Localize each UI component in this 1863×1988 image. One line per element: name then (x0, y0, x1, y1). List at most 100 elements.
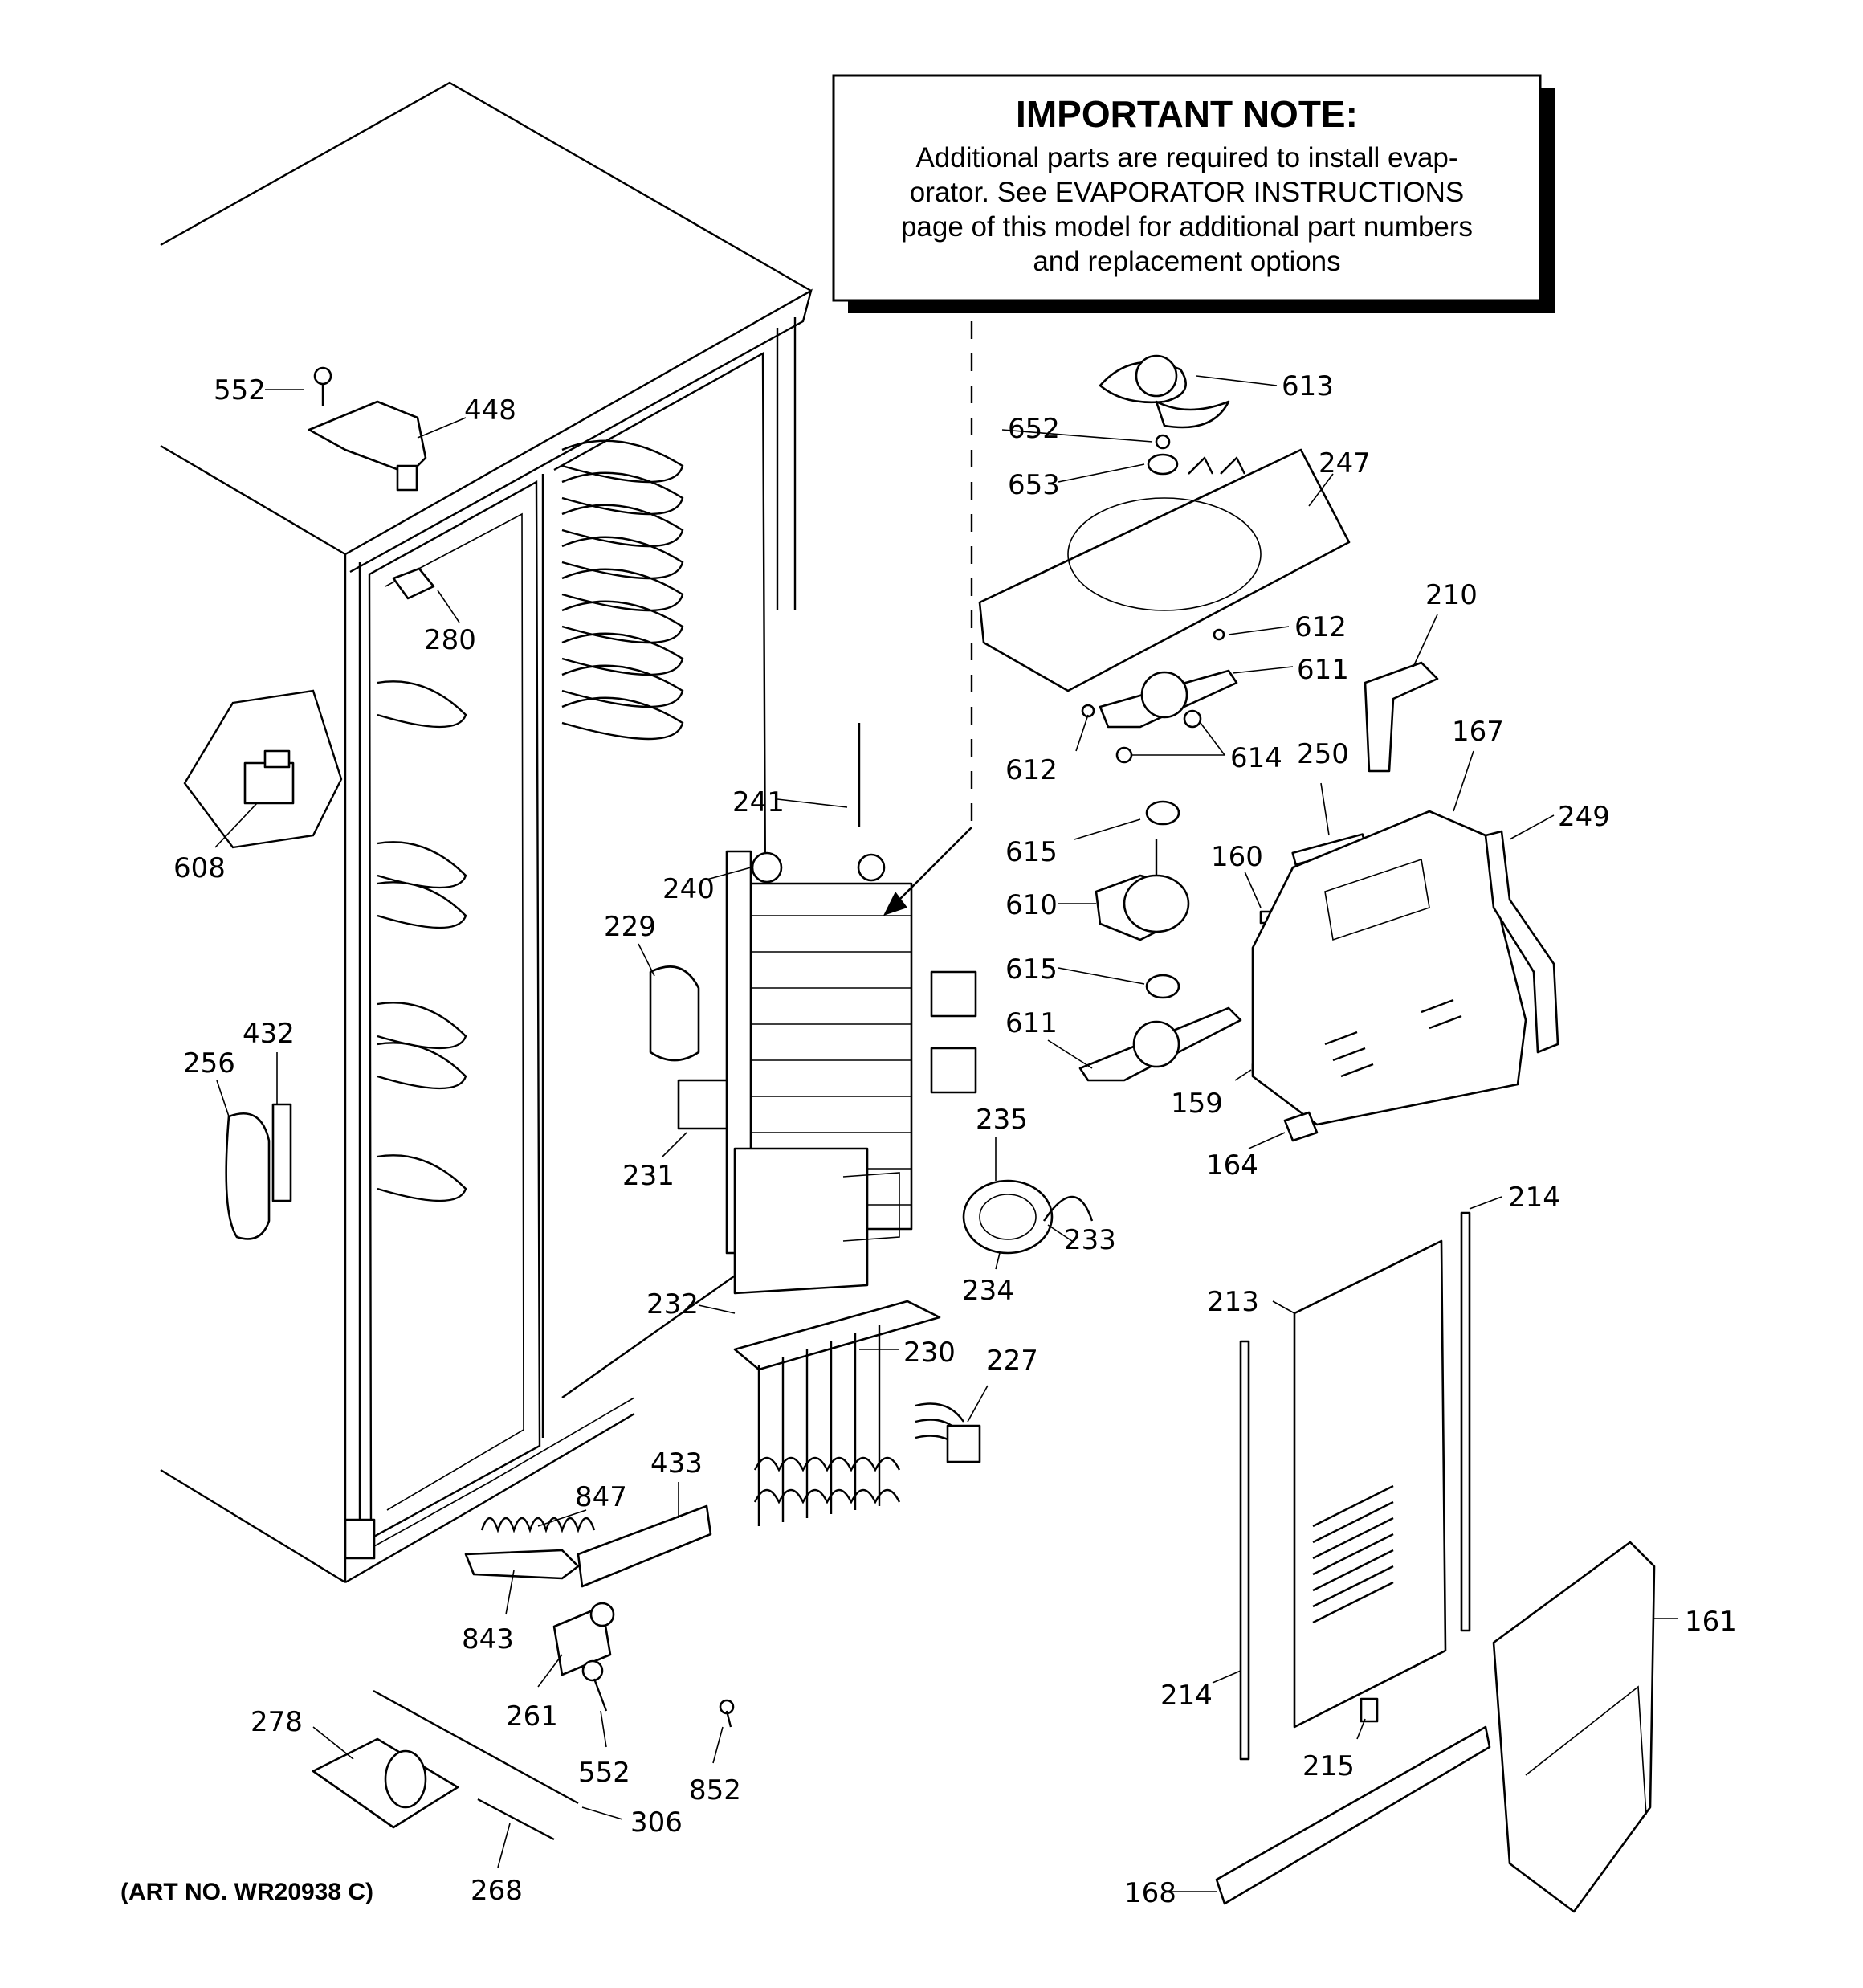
callout-234: 234 (962, 1275, 1014, 1307)
callout-233: 233 (1064, 1224, 1116, 1256)
fan-blade-613 (1099, 354, 1230, 429)
link-843 (464, 1549, 580, 1580)
callout-613: 613 (1282, 370, 1334, 402)
callout-168: 168 (1124, 1877, 1176, 1909)
callout-241: 241 (732, 786, 785, 818)
callout-240: 240 (662, 873, 715, 905)
shroud-247 (978, 448, 1351, 692)
callout-160: 160 (1211, 841, 1263, 873)
callout-230: 230 (903, 1337, 956, 1369)
callout-214-left: 214 (1160, 1680, 1213, 1712)
callout-215: 215 (1302, 1750, 1355, 1782)
part-652 (1155, 434, 1171, 450)
screw-612-top (1213, 628, 1225, 641)
bracket-611-top (1099, 669, 1238, 729)
note-title: IMPORTANT NOTE: (1016, 93, 1358, 135)
callout-247: 247 (1319, 447, 1371, 480)
hinge-448 (308, 400, 427, 492)
callout-552-bottom: 552 (578, 1757, 630, 1789)
callout-608: 608 (173, 852, 226, 884)
callout-161: 161 (1685, 1606, 1737, 1638)
callout-653: 653 (1008, 469, 1060, 501)
spring-847 (480, 1517, 596, 1533)
callout-213: 213 (1207, 1286, 1259, 1318)
callout-652: 652 (1008, 413, 1060, 445)
callout-256: 256 (183, 1047, 235, 1080)
callout-552-top: 552 (214, 374, 266, 406)
fan-guard-235 (962, 1179, 1094, 1255)
note-line-4: and replacement options (1033, 246, 1340, 277)
callout-612-top: 612 (1294, 611, 1347, 643)
callout-843: 843 (462, 1623, 514, 1655)
cover-161 (1492, 1541, 1656, 1913)
part-433 (577, 1504, 712, 1588)
callout-612-left: 612 (1005, 754, 1058, 786)
callout-229: 229 (604, 911, 656, 943)
grommet-614-a (1183, 709, 1202, 729)
bolt-268 (477, 1798, 555, 1841)
note-line-1: Additional parts are required to install… (915, 142, 1457, 173)
callout-614: 614 (1230, 742, 1282, 774)
callout-249: 249 (1558, 801, 1610, 833)
screw-612-left (1081, 704, 1095, 718)
part-215 (1360, 1697, 1379, 1723)
callout-448: 448 (464, 394, 516, 427)
important-note-box: IMPORTANT NOTE: Additional parts are req… (832, 74, 1555, 313)
leader-lines (214, 375, 1678, 1892)
callout-615-top: 615 (1005, 836, 1058, 868)
callout-280: 280 (424, 624, 476, 656)
drain-pan-232 (733, 1147, 941, 1371)
back-panel-213 (1293, 1239, 1447, 1729)
part-249 (1484, 830, 1559, 1054)
part-210 (1364, 661, 1439, 773)
part-432 (271, 1103, 292, 1202)
heater-230-coils (753, 1325, 901, 1526)
callout-847: 847 (575, 1481, 627, 1513)
callout-306: 306 (630, 1806, 683, 1839)
bar-168 (1215, 1725, 1491, 1905)
grommet-614-b (1115, 746, 1133, 764)
part-653 (1147, 453, 1179, 476)
callout-852: 852 (689, 1774, 741, 1806)
callout-250: 250 (1297, 738, 1349, 770)
callout-214-right: 214 (1508, 1182, 1560, 1214)
bracket-611-bottom (1078, 1006, 1242, 1082)
callout-611-top: 611 (1297, 654, 1349, 686)
part-256 (225, 1112, 271, 1240)
callout-159: 159 (1171, 1088, 1223, 1120)
refrigerator-cabinet (160, 81, 813, 1584)
callout-432: 432 (243, 1018, 295, 1050)
callout-210: 210 (1425, 579, 1478, 611)
rod-306 (373, 1689, 579, 1805)
art-number: (ART NO. WR20938 C) (120, 1879, 373, 1905)
duct-cover-167 (1251, 810, 1527, 1126)
screw-552-top (313, 366, 332, 406)
grommet-615-top (1145, 800, 1180, 826)
detail-circle-608 (183, 689, 343, 849)
roller-278 (312, 1737, 459, 1829)
callout-610: 610 (1005, 889, 1058, 921)
blocks-231 (677, 970, 977, 1130)
bracket-261 (552, 1602, 615, 1676)
callout-615-bottom: 615 (1005, 953, 1058, 986)
callout-231: 231 (622, 1160, 675, 1192)
screw-852 (719, 1699, 735, 1728)
seal-214-left (1239, 1340, 1250, 1761)
callout-235: 235 (976, 1104, 1028, 1136)
grommet-615-bottom (1145, 974, 1180, 999)
callout-232: 232 (646, 1288, 699, 1321)
seal-214-right (1460, 1211, 1471, 1632)
callout-268: 268 (471, 1875, 523, 1907)
fan-motor-610 (1095, 839, 1190, 941)
note-line-3: page of this model for additional part n… (901, 211, 1473, 243)
callout-278: 278 (251, 1706, 303, 1738)
callout-433: 433 (650, 1447, 703, 1480)
part-229 (649, 965, 700, 1062)
callout-164: 164 (1206, 1149, 1258, 1182)
callout-227: 227 (986, 1345, 1038, 1377)
callout-labels: 552 448 280 608 432 256 241 240 229 231 … (173, 370, 1737, 1909)
callout-611-bottom: 611 (1005, 1007, 1058, 1039)
callout-167: 167 (1452, 716, 1504, 748)
part-164 (1283, 1111, 1319, 1142)
